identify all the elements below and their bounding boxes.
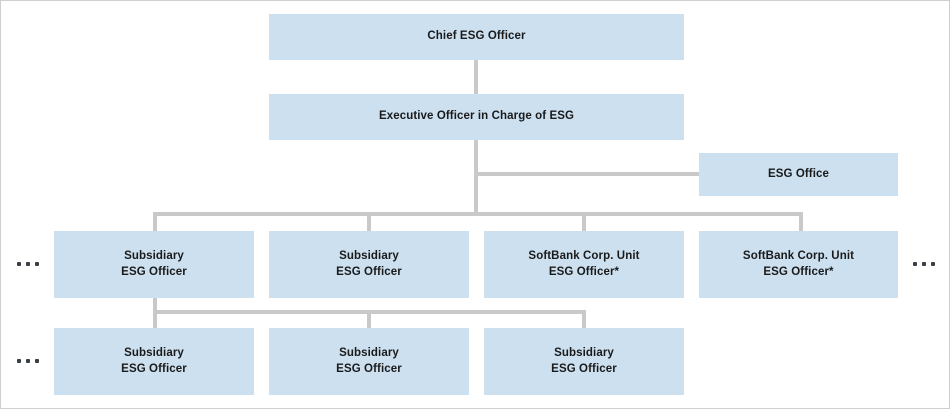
ellipsis-dot — [17, 262, 21, 266]
ellipsis-icon-left-row3 — [17, 262, 39, 266]
connector-drop-row3-3 — [582, 212, 586, 233]
connector-riser-row4 — [153, 298, 157, 330]
node-subsidiary-esg-officer-2: Subsidiary ESG Officer — [269, 231, 469, 298]
node-label-line1: Subsidiary — [339, 346, 399, 359]
node-label-line2: ESG Officer — [336, 265, 402, 278]
node-label-line1: Subsidiary — [124, 346, 184, 359]
connector-exec-to-esg-office — [474, 172, 701, 176]
node-executive-officer-in-charge-of-esg: Executive Officer in Charge of ESG — [269, 94, 684, 140]
node-subsidiary-esg-officer-4: Subsidiary ESG Officer — [269, 328, 469, 395]
node-label-line2: ESG Officer — [336, 362, 402, 375]
node-label-line1: SoftBank Corp. Unit — [742, 249, 855, 262]
connector-bus-row3 — [153, 212, 803, 216]
connector-drop-row4-2 — [367, 310, 371, 330]
connector-drop-row3-1 — [153, 212, 157, 233]
ellipsis-dot — [17, 359, 21, 363]
ellipsis-dot — [913, 262, 917, 266]
node-label-block: Subsidiary ESG Officer — [336, 346, 402, 377]
connector-exec-spine — [474, 140, 478, 216]
node-chief-esg-officer: Chief ESG Officer — [269, 14, 684, 60]
ellipsis-icon-left-row4 — [17, 359, 39, 363]
ellipsis-dot — [931, 262, 935, 266]
node-label: Chief ESG Officer — [427, 30, 526, 43]
connector-drop-row4-3 — [582, 310, 586, 330]
node-subsidiary-esg-officer-5: Subsidiary ESG Officer — [484, 328, 684, 395]
connector-chief-to-exec — [474, 60, 478, 94]
node-subsidiary-esg-officer-3: Subsidiary ESG Officer — [54, 328, 254, 395]
node-label-line2: ESG Officer — [551, 362, 617, 375]
ellipsis-dot — [26, 359, 30, 363]
node-subsidiary-esg-officer-1: Subsidiary ESG Officer — [54, 231, 254, 298]
node-label-line1: Subsidiary — [554, 346, 614, 359]
node-label-line1: SoftBank Corp. Unit — [528, 249, 640, 262]
ellipsis-icon-right-row3 — [913, 262, 935, 266]
node-label-block: Subsidiary ESG Officer — [336, 249, 402, 280]
node-softbank-corp-unit-esg-officer-2: SoftBank Corp. Unit ESG Officer* — [699, 231, 898, 298]
node-label-block: Subsidiary ESG Officer — [551, 346, 617, 377]
ellipsis-dot — [35, 262, 39, 266]
connector-drop-row3-2 — [367, 212, 371, 233]
node-label-line2: ESG Officer — [121, 362, 187, 375]
node-label-line2: ESG Officer* — [548, 265, 620, 278]
node-label-line1: Subsidiary — [124, 249, 184, 262]
ellipsis-dot — [26, 262, 30, 266]
node-label-block: SoftBank Corp. Unit ESG Officer* — [528, 249, 639, 280]
ellipsis-dot — [922, 262, 926, 266]
node-label-block: Subsidiary ESG Officer — [121, 346, 187, 377]
node-label-line2: ESG Officer* — [763, 265, 834, 278]
connector-drop-row3-4 — [799, 212, 803, 233]
node-label-line2: ESG Officer — [121, 265, 187, 278]
node-label-block: SoftBank Corp. Unit ESG Officer* — [743, 249, 854, 280]
node-label: Executive Officer in Charge of ESG — [378, 110, 575, 123]
node-softbank-corp-unit-esg-officer-1: SoftBank Corp. Unit ESG Officer* — [484, 231, 684, 298]
node-label-block: Subsidiary ESG Officer — [121, 249, 187, 280]
ellipsis-dot — [35, 359, 39, 363]
node-label-line1: Subsidiary — [339, 249, 399, 262]
node-label: ESG Office — [767, 167, 830, 180]
node-esg-office: ESG Office — [699, 153, 898, 196]
